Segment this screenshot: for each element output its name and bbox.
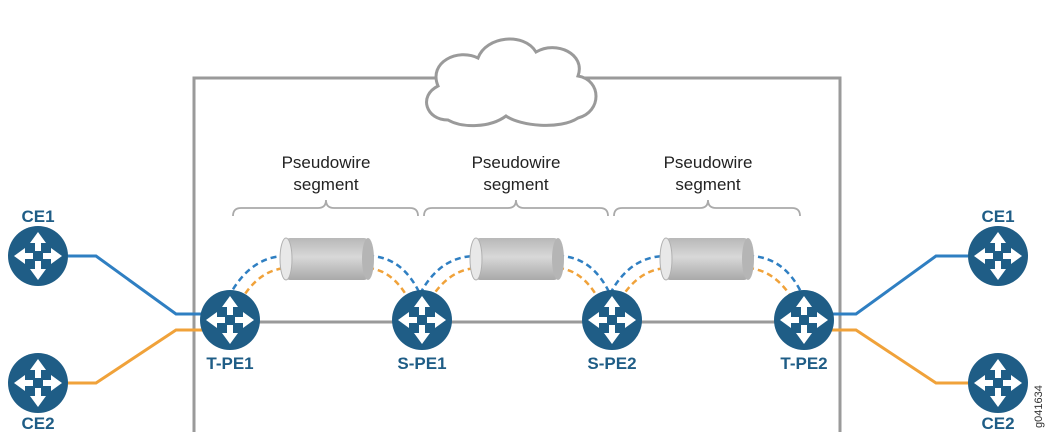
label-tpe2: T-PE2 bbox=[780, 354, 827, 373]
segment-brace-3 bbox=[613, 199, 801, 217]
tunnel-icon bbox=[469, 237, 564, 281]
router-icon-tpe1 bbox=[200, 290, 260, 350]
figure-id: g041634 bbox=[1033, 385, 1045, 428]
link-ce2-left-tpe1 bbox=[68, 328, 214, 385]
router-icon-ce1-left bbox=[8, 226, 68, 286]
link-ce1-right-tpe2 bbox=[818, 254, 968, 316]
label-ce2-right: CE2 bbox=[981, 414, 1014, 432]
router-icon-ce2-right bbox=[968, 353, 1028, 413]
label-spe1: S-PE1 bbox=[397, 354, 446, 373]
tunnel-icon bbox=[279, 237, 374, 281]
segment-brace-2 bbox=[423, 199, 609, 217]
router-icon-ce1-right bbox=[968, 226, 1028, 286]
segment-label-3-line1: Pseudowire bbox=[664, 153, 753, 172]
cloud-icon bbox=[425, 37, 598, 128]
tunnel-icon bbox=[659, 237, 754, 281]
router-icon-spe1 bbox=[392, 290, 452, 350]
label-ce1-left: CE1 bbox=[21, 207, 54, 226]
segment-label-1-line2: segment bbox=[293, 175, 358, 194]
segment-label-2-line1: Pseudowire bbox=[472, 153, 561, 172]
router-icon-ce2-left bbox=[8, 353, 68, 413]
segment-label-2-line2: segment bbox=[483, 175, 548, 194]
label-ce2-left: CE2 bbox=[21, 414, 54, 432]
label-tpe1: T-PE1 bbox=[206, 354, 253, 373]
segment-label-1-line1: Pseudowire bbox=[282, 153, 371, 172]
link-ce1-left-tpe1 bbox=[68, 254, 214, 316]
link-ce2-right-tpe2 bbox=[818, 328, 968, 385]
segment-brace-1 bbox=[232, 199, 419, 217]
segment-label-3-line2: segment bbox=[675, 175, 740, 194]
label-ce1-right: CE1 bbox=[981, 207, 1014, 226]
label-spe2: S-PE2 bbox=[587, 354, 636, 373]
router-icon-tpe2 bbox=[774, 290, 834, 350]
router-icon-spe2 bbox=[582, 290, 642, 350]
